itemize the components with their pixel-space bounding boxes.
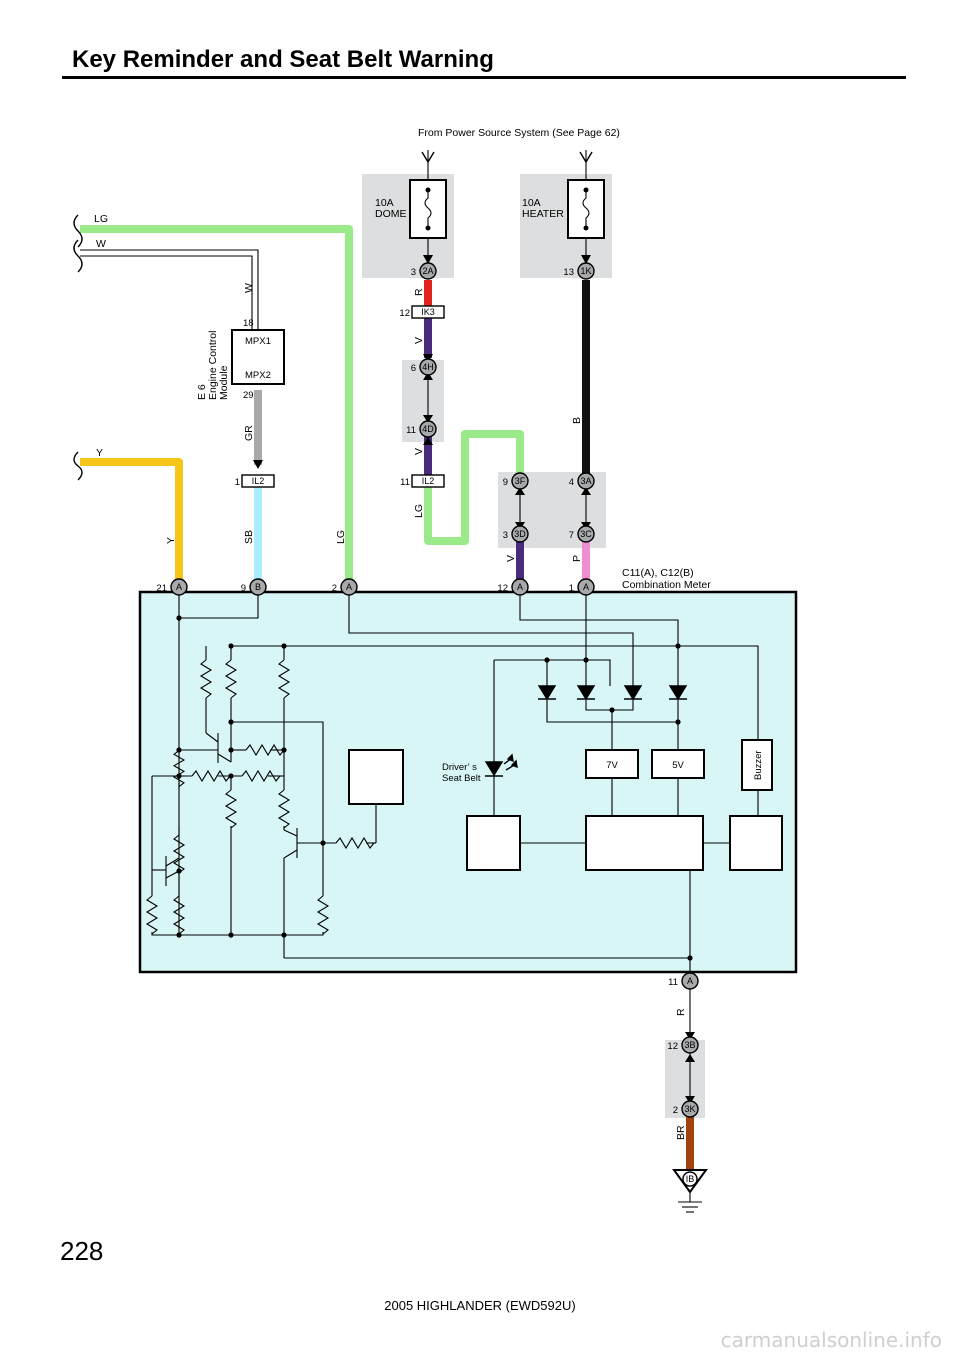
- wire-label-br: BR: [675, 1125, 687, 1140]
- wire-label-lg: LG: [94, 213, 108, 225]
- ground-id: IB: [686, 1174, 695, 1184]
- fuse-dome-rating: 10A: [375, 197, 394, 209]
- fuse-dome-name: DOME: [375, 208, 407, 220]
- conn-3b-pin: 12: [667, 1041, 678, 1052]
- black-wires: [80, 150, 702, 1213]
- page-title: Key Reminder and Seat Belt Warning: [72, 46, 494, 73]
- wire-label-lg-vertical: LG: [335, 530, 347, 544]
- ecm-name-2: Module: [218, 365, 230, 400]
- conn-3d-id: 3D: [514, 529, 526, 539]
- ecm-pin-18: 18: [243, 318, 254, 329]
- combination-meter-box: [138, 590, 798, 974]
- conn-3c-pin: 7: [569, 530, 574, 541]
- arrow-marks: [421, 151, 593, 164]
- ecm-name-1: Engine Control: [207, 331, 219, 400]
- ecm-box: [231, 329, 285, 385]
- meter-name-label: Combination Meter: [622, 579, 711, 591]
- conn-3k-pin: 2: [673, 1105, 678, 1116]
- regulator-7v: 7V: [606, 760, 618, 771]
- wire-label-p: P: [571, 555, 583, 562]
- meter-conn-21-id: A: [176, 582, 182, 592]
- conn-4d-id: 4D: [422, 424, 434, 434]
- ecm-port-mpx2: MPX2: [245, 370, 271, 381]
- ecm-ref: E 6: [196, 384, 208, 400]
- meter-conn-9-id: B: [255, 582, 261, 592]
- wire-label-y-vertical: Y: [165, 537, 177, 544]
- meter-pin-2: 2: [332, 583, 337, 594]
- power-source-label: From Power Source System (See Page 62): [418, 127, 620, 139]
- conn-4h-pin: 6: [411, 363, 416, 374]
- wire-label-w-vertical: W: [243, 283, 255, 293]
- conn-3f-id: 3F: [515, 476, 526, 486]
- conn-il2a-id: IL2: [422, 476, 435, 486]
- conn-3a-id: 3A: [580, 476, 591, 486]
- title-underline: [62, 76, 906, 79]
- fuse-heater-name: HEATER: [522, 208, 564, 220]
- seat-belt-led: [484, 753, 518, 777]
- meter-blocks: [348, 739, 783, 871]
- conn-1k-id: 1K: [580, 266, 591, 276]
- wire-label-gr: GR: [243, 425, 255, 441]
- conn-il2a-pin: 11: [400, 477, 410, 488]
- footer-model: 2005 HIGHLANDER (EWD592U): [384, 1298, 576, 1313]
- conn-2a-pin: 3: [411, 267, 416, 278]
- wire-label-v-1: V: [413, 337, 425, 344]
- conn-3a-pin: 4: [569, 477, 574, 488]
- connector-circles: [170, 262, 699, 1187]
- conn-ik3-id: IK3: [421, 307, 435, 317]
- wire-label-lg-loop: LG: [413, 504, 425, 518]
- wire-label-r: R: [413, 288, 425, 296]
- meter-conn-2-id: A: [346, 582, 352, 592]
- chevron-marks: [253, 255, 695, 1104]
- conn-3f-pin: 9: [503, 477, 508, 488]
- regulator-5v: 5V: [672, 760, 684, 771]
- buzzer-label: Buzzer: [753, 750, 764, 780]
- meter-pin-21: 21: [156, 583, 167, 594]
- fuse-heater: [567, 179, 605, 239]
- conn-4h-id: 4H: [422, 362, 434, 372]
- conn-3d-pin: 3: [503, 530, 508, 541]
- conn-1k-pin: 13: [563, 267, 574, 278]
- page-number: 228: [60, 1236, 104, 1266]
- meter-connector-label: C11(A), C12(B): [622, 567, 694, 579]
- driver-seat-belt-label-2: Seat Belt: [442, 773, 481, 784]
- ecm-pin-29: 29: [243, 390, 254, 401]
- wire-label-v-3: V: [505, 555, 517, 562]
- junction-dots: [176, 615, 693, 961]
- meter-pin-11: 11: [668, 977, 678, 988]
- meter-pin-1: 1: [569, 583, 574, 594]
- conn-il2b-id: IL2: [252, 476, 265, 486]
- conn-3c-id: 3C: [580, 529, 592, 539]
- conn-3k-id: 3K: [684, 1104, 695, 1114]
- wire-label-r-ground: R: [675, 1008, 687, 1016]
- wire-label-v-2: V: [413, 448, 425, 455]
- conn-3b-id: 3B: [684, 1040, 695, 1050]
- ecm-port-mpx1: MPX1: [245, 336, 271, 347]
- meter-conn-1-id: A: [583, 582, 589, 592]
- meter-conn-11-id: A: [687, 976, 693, 986]
- conn-4d-pin: 11: [406, 425, 416, 436]
- wire-label-y: Y: [96, 447, 103, 459]
- meter-conn-12-id: A: [517, 582, 523, 592]
- meter-internal-circuit: [151, 595, 759, 972]
- conn-2a-id: 2A: [422, 266, 433, 276]
- watermark: carmanualsonline.info: [720, 1328, 942, 1352]
- meter-pin-9: 9: [241, 583, 246, 594]
- fuse-dome: [409, 179, 447, 239]
- wire-label-w: W: [96, 238, 106, 250]
- wire-break-marks: [73, 214, 83, 481]
- fuse-heater-rating: 10A: [522, 197, 541, 209]
- conn-ik3-pin: 12: [399, 308, 410, 319]
- driver-seat-belt-label-1: Driver’ s: [442, 762, 477, 773]
- connector-boxes: [241, 305, 445, 488]
- conn-il2b-pin: 1: [235, 477, 240, 488]
- meter-pin-12: 12: [497, 583, 508, 594]
- wire-label-sb: SB: [243, 530, 255, 544]
- wire-label-b: B: [571, 417, 583, 424]
- diodes: [537, 685, 688, 701]
